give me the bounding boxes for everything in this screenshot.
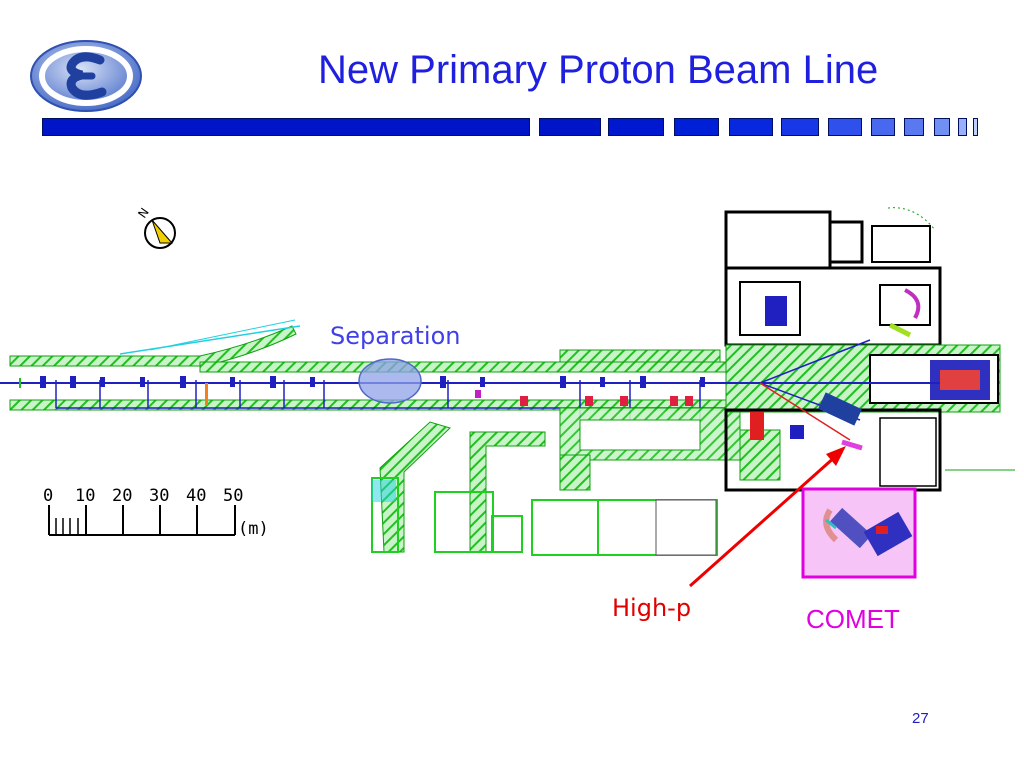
high-p-arrow [689,446,846,588]
high-p-label: High-p [612,594,692,622]
scale-tick-50: 50 [223,486,244,506]
beamline-floor-plan [0,207,1015,588]
primary-beamline [0,376,1000,440]
comet-label: COMET [806,604,900,634]
slide-title: New Primary Proton Beam Line [318,48,879,92]
page-number: 27 [912,710,929,727]
kek-logo [30,40,142,112]
separation-label: Separation [330,322,461,350]
scale-unit-label: (m) [238,519,269,539]
comet-experiment-area [801,487,917,579]
north-compass-icon [144,217,176,249]
scale-tick-30: 30 [149,486,170,506]
scale-tick-20: 20 [112,486,133,506]
title-underline-bar [42,118,982,138]
hadron-experimental-hall [720,210,1001,492]
upstream-shielding [9,319,729,411]
scale-tick-40: 40 [186,486,207,506]
separation-region [358,358,422,404]
scale-tick-10: 10 [75,486,96,506]
scale-tick-0: 0 [43,486,54,506]
scale-bar [48,505,236,536]
